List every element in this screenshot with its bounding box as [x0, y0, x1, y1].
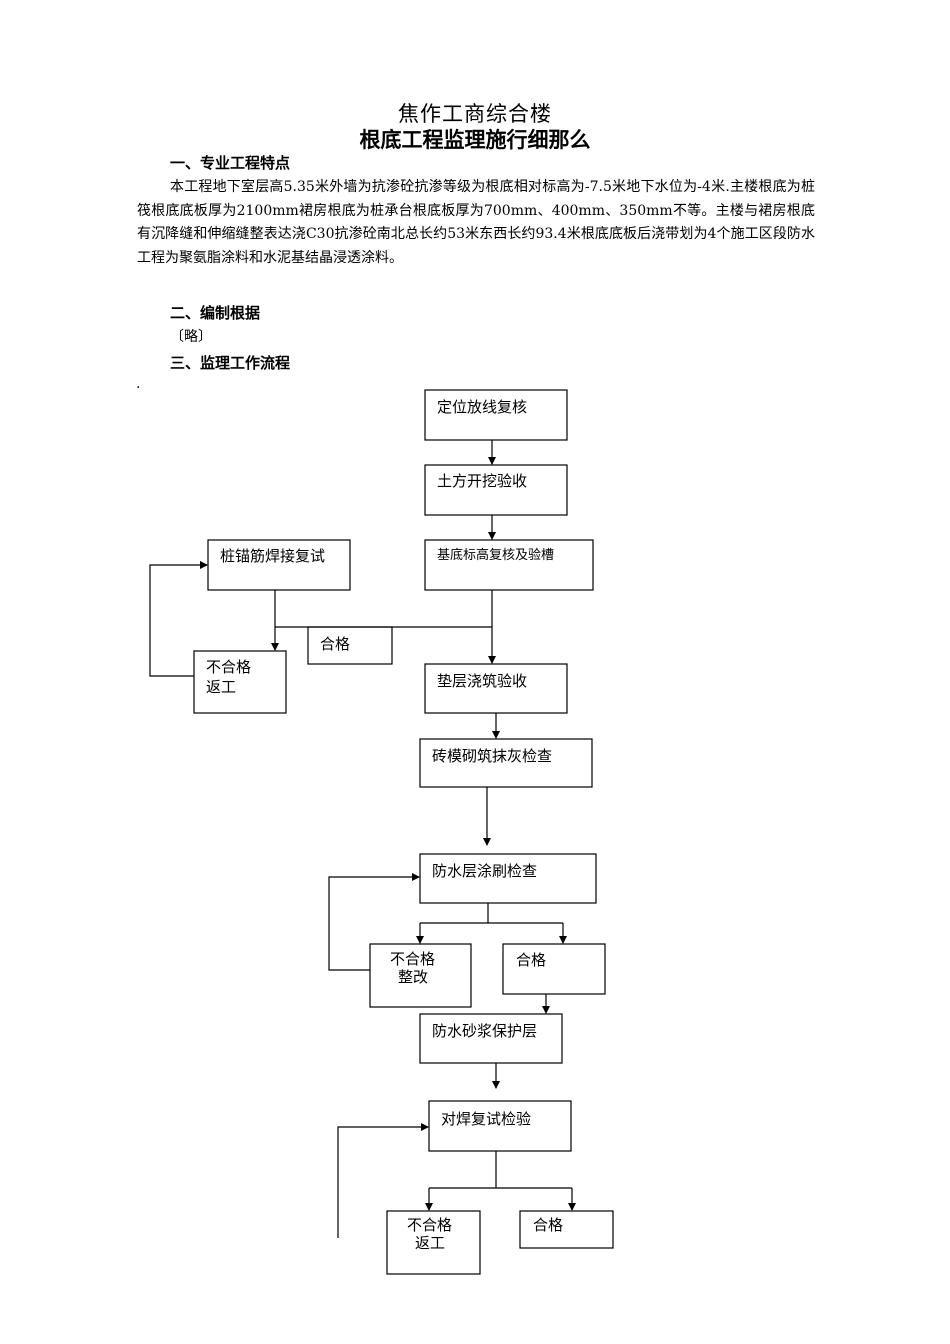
label-step4: 垫层浇筑验收 [437, 672, 527, 690]
section1-paragraph: 本工程地下室层高5.35米外墙为抗渗砼抗渗等级为根底相对标高为-7.5米地下水位… [137, 179, 815, 266]
box-step5 [419, 738, 593, 788]
label-pass2: 合格 [516, 951, 546, 969]
label-step3: 基底标高复核及验槽 [437, 547, 554, 563]
label-step6: 防水层涂刷检查 [432, 862, 537, 880]
loop-fail1-pile [149, 561, 208, 677]
box-fail3 [386, 1210, 481, 1275]
label-pass3: 合格 [533, 1216, 563, 1234]
section2-note: 〔略〕 [170, 329, 212, 345]
box-pass3 [519, 1210, 614, 1249]
box-pile-anchor [207, 539, 351, 591]
box-step3 [424, 539, 594, 591]
document-title: 焦作工商综合楼 [398, 102, 552, 126]
box-step4 [424, 663, 568, 714]
document-subtitle: 根底工程监理施行细那么 [359, 128, 591, 152]
label-fail1-line1: 不合格 [206, 658, 251, 676]
section1-heading: 一、专业工程特点 [170, 154, 291, 172]
loop-fail3-step8 [337, 1123, 429, 1238]
stray-dot: . [136, 376, 141, 392]
label-step1: 定位放线复核 [437, 398, 527, 416]
box-fail2 [369, 943, 472, 1008]
box-fail1 [193, 650, 287, 714]
box-step6 [419, 853, 597, 904]
section3-heading: 三、监理工作流程 [170, 354, 291, 372]
box-pass2 [502, 943, 606, 995]
box-step7 [419, 1013, 563, 1064]
box-step8 [428, 1100, 572, 1152]
box-step1 [424, 389, 568, 441]
label-step5: 砖模砌筑抹灰检查 [432, 747, 552, 765]
label-pile-anchor: 桩锚筋焊接复试 [220, 547, 325, 565]
label-fail3-line2: 返工 [415, 1234, 445, 1252]
box-step2 [424, 464, 568, 516]
label-step8: 对焊复试检验 [441, 1110, 531, 1128]
label-pass1: 合格 [320, 635, 350, 653]
loop-fail2-step6 [328, 873, 420, 971]
label-step2: 土方开挖验收 [437, 472, 527, 490]
label-fail2-line2: 整改 [398, 968, 428, 986]
label-fail2-line1: 不合格 [390, 950, 435, 968]
label-fail3-line1: 不合格 [407, 1216, 452, 1234]
label-fail1-line2: 返工 [206, 678, 236, 696]
section2-heading: 二、编制根据 [170, 304, 261, 322]
label-step7: 防水砂浆保护层 [432, 1022, 537, 1040]
